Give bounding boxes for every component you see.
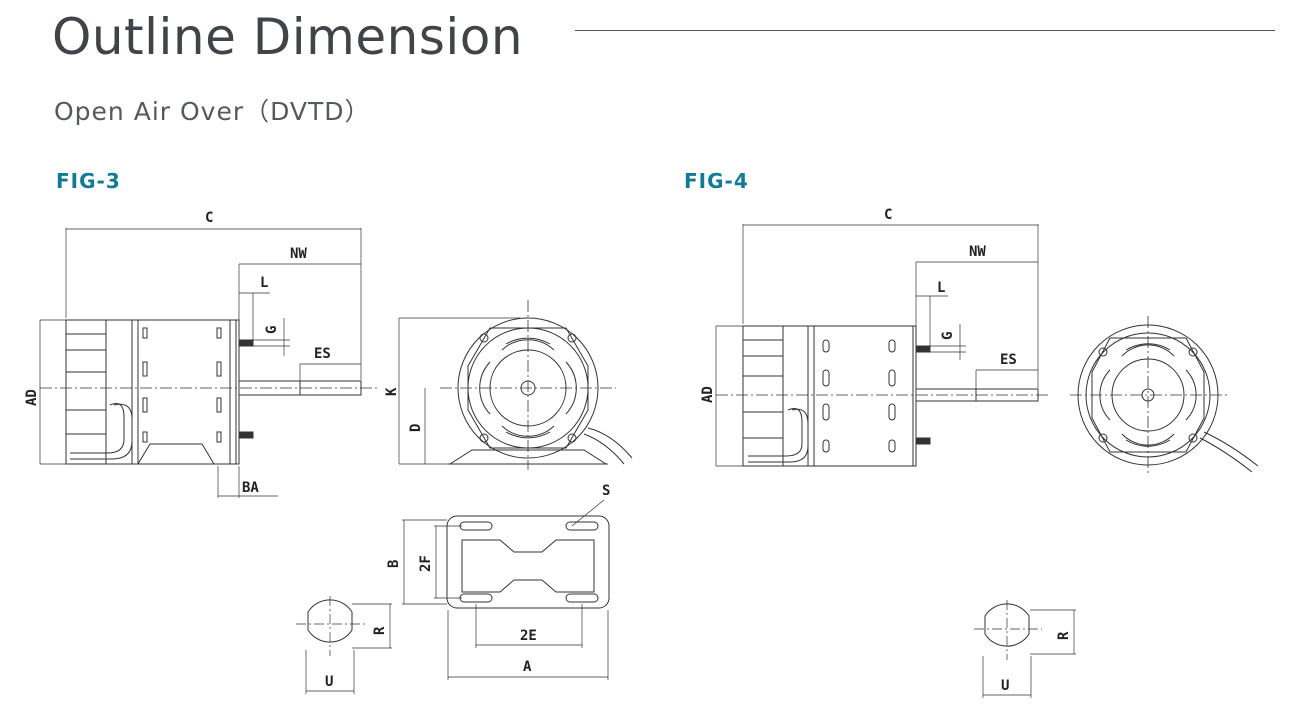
- fig3-label: FIG-3: [56, 169, 121, 193]
- fig3-base-plate: [402, 499, 610, 680]
- fig3-dim-s: S: [602, 483, 610, 499]
- fig4-dim-es: ES: [1000, 352, 1017, 368]
- fig4-dim-nw: NW: [969, 244, 986, 260]
- fig3-shaft-section: [296, 596, 392, 694]
- fig4-dim-u: U: [1001, 678, 1009, 694]
- fig3-dim-ad: AD: [24, 389, 40, 406]
- fig3-dim-d: D: [408, 424, 424, 432]
- fig4-dimension-labels: C NW L G ES AD R U: [700, 207, 1072, 694]
- fig4-dim-ad: AD: [700, 386, 716, 403]
- fig3-dim-l: L: [260, 275, 268, 291]
- fig3-dim-ba: BA: [242, 480, 259, 496]
- fig4-shaft-section: [974, 600, 1076, 698]
- fig3-dim-b: B: [386, 560, 402, 568]
- title-divider: [575, 30, 1275, 31]
- fig4-side-view: [715, 224, 1050, 467]
- fig3-dim-c: C: [205, 210, 213, 226]
- fig3-dim-k: K: [384, 387, 400, 396]
- fig4-end-view: [1070, 316, 1259, 474]
- page-subtitle: Open Air Over（DVTD）: [54, 97, 371, 126]
- fig3-dim-g: G: [264, 326, 280, 334]
- fig4-label: FIG-4: [684, 169, 749, 193]
- fig4-dim-g: G: [940, 332, 956, 340]
- fig4-dim-r: R: [1056, 631, 1072, 640]
- fig3-dimension-labels: C NW L G ES AD BA K D S B 2F 2E A R U: [24, 210, 610, 690]
- fig3-dim-es: ES: [314, 346, 331, 362]
- fig3-side-view: [39, 228, 380, 498]
- fig3-dim-a: A: [523, 659, 532, 675]
- fig4-dim-c: C: [884, 207, 892, 223]
- fig4-dim-l: L: [937, 280, 945, 296]
- fig3-dim-r: R: [372, 626, 388, 635]
- fig3-end-view: [398, 300, 633, 470]
- fig3-dim-nw: NW: [290, 246, 307, 262]
- fig3-dim-2e: 2E: [520, 628, 537, 644]
- page-title: Outline Dimension: [52, 8, 524, 66]
- fig3-dim-u: U: [325, 674, 333, 690]
- fig3-dim-2f: 2F: [418, 555, 434, 572]
